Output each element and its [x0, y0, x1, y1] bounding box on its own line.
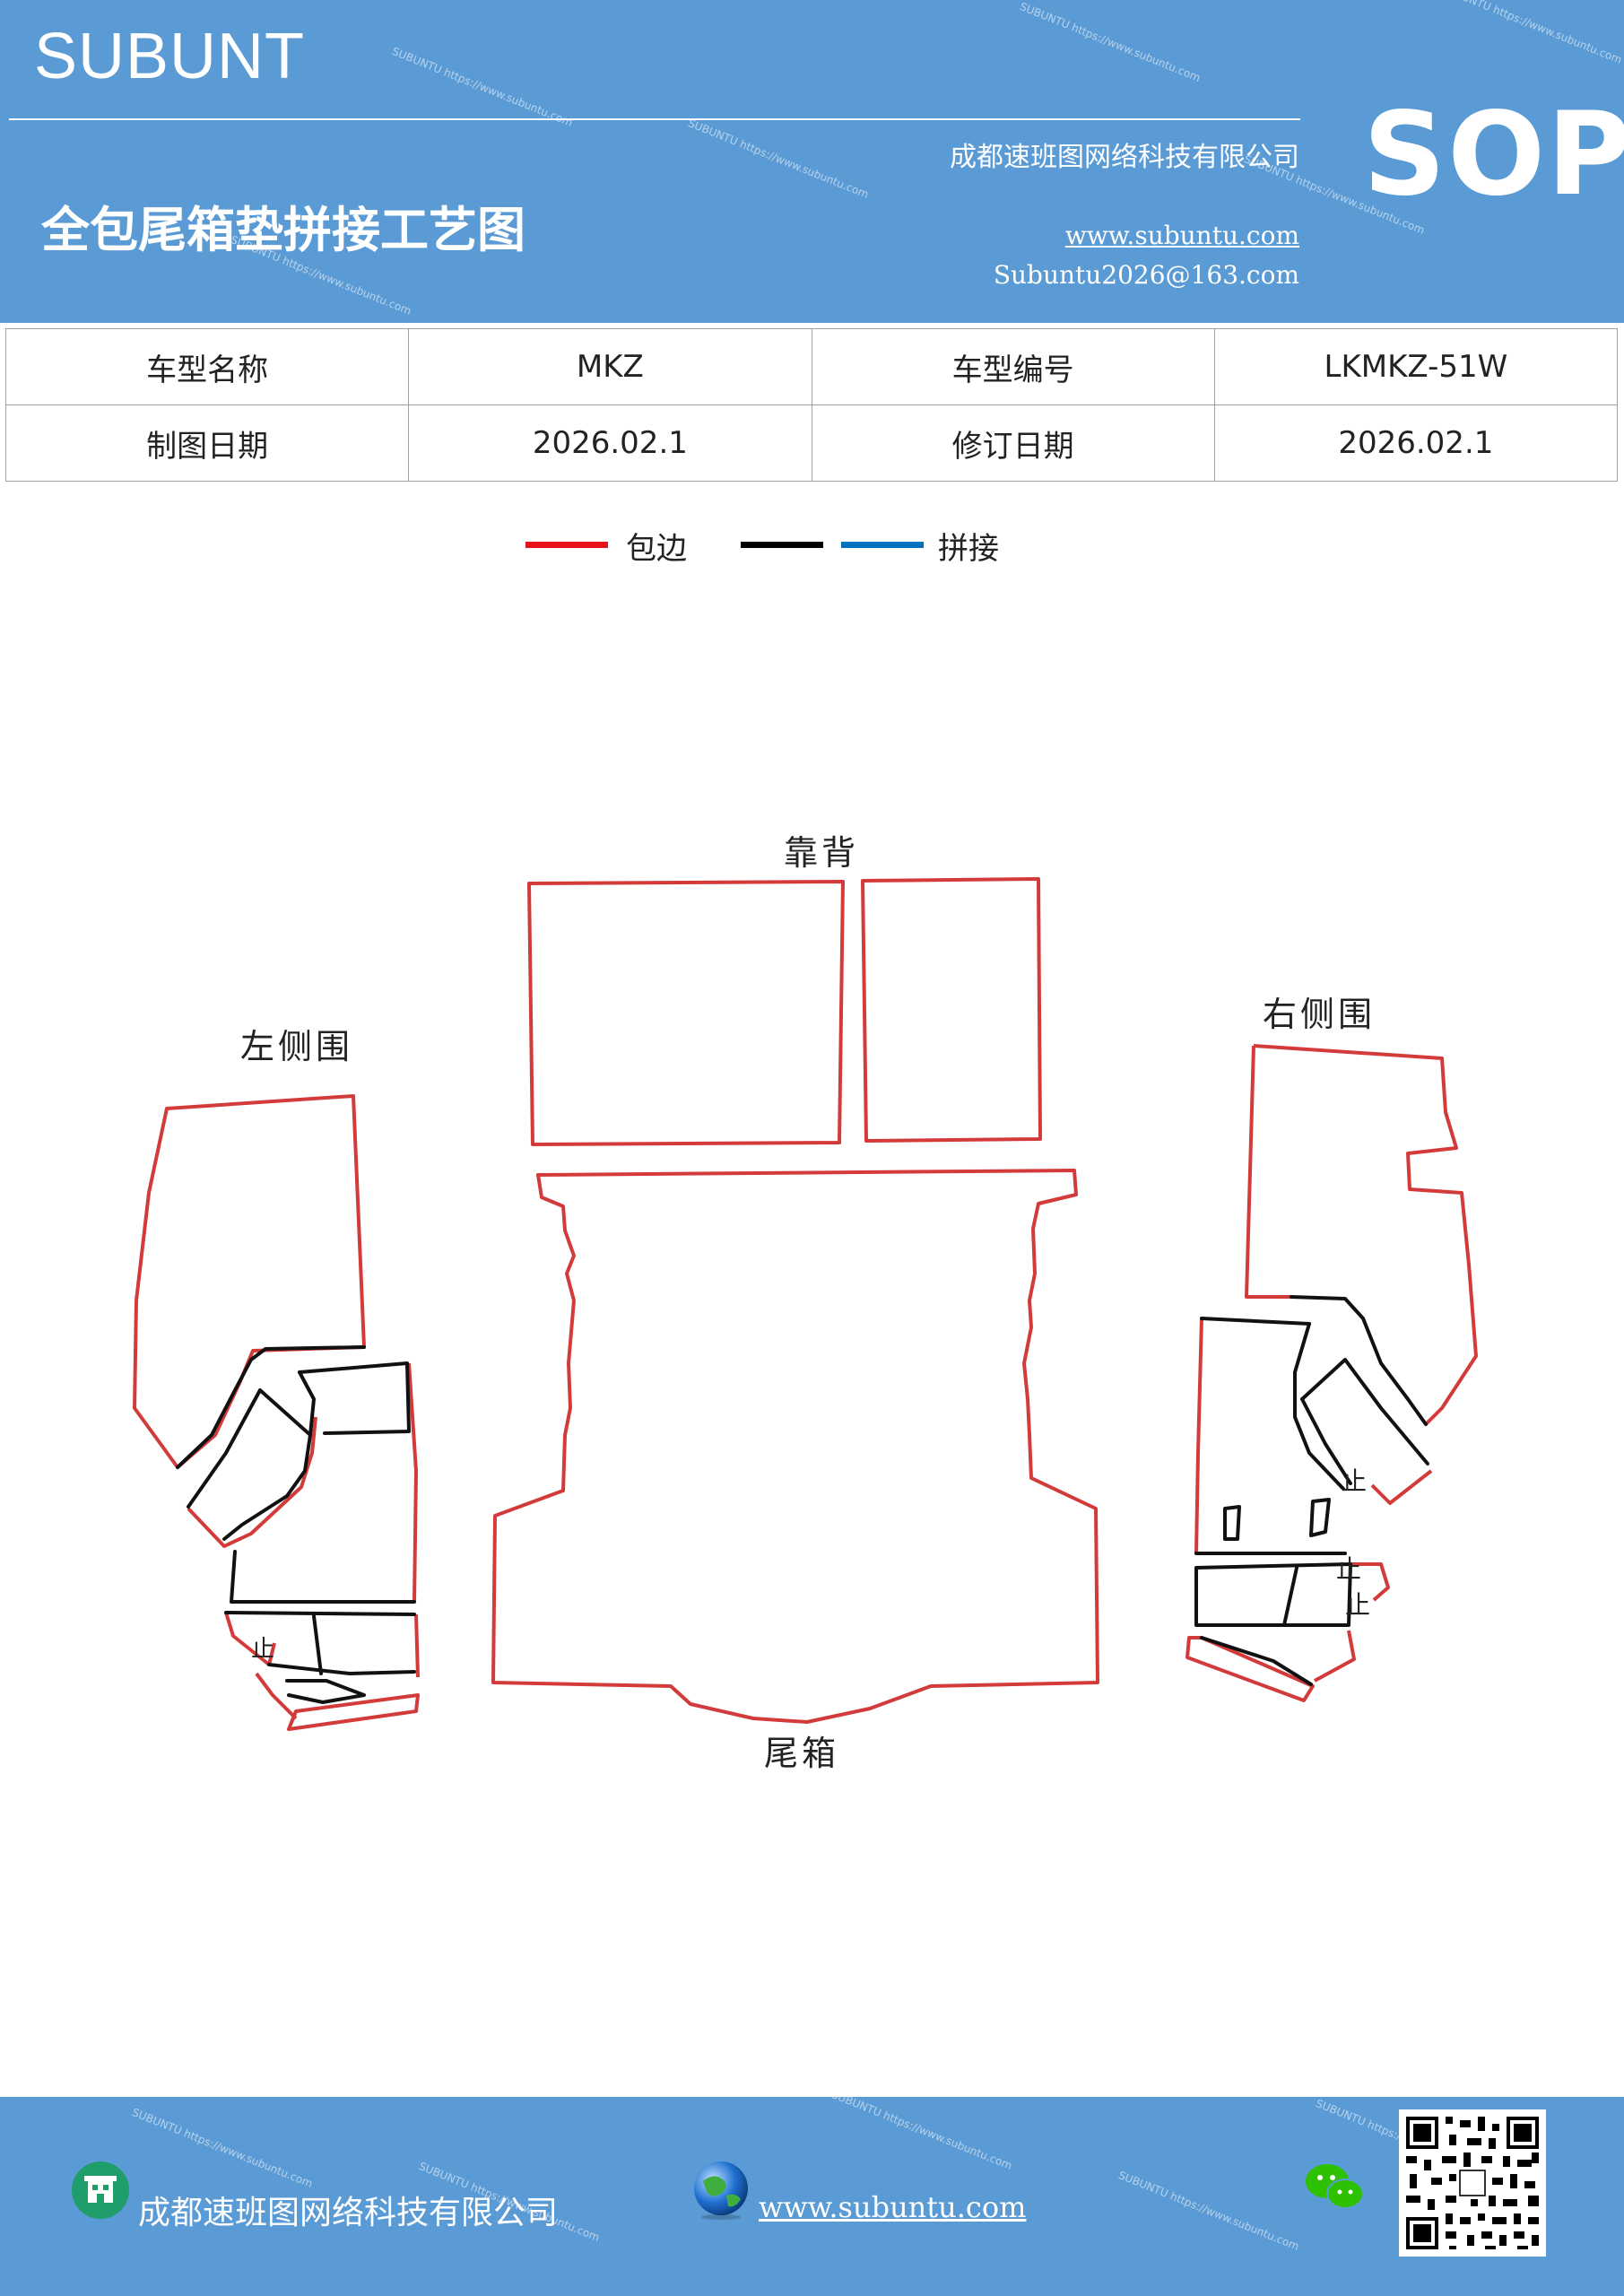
vehicle-info-table: 车型名称 MKZ 车型编号 LKMKZ-51W 制图日期 2026.02.1 修…: [4, 328, 1619, 482]
right-bottom-edge: [1314, 1630, 1356, 1683]
right-flap: [1300, 1358, 1429, 1465]
table-cell: 车型编号: [811, 328, 1215, 405]
right-lower-panel: [1194, 1562, 1352, 1627]
document-title: 全包尾箱垫拼接工艺图: [41, 201, 525, 258]
trunk-floor-panel: [491, 1169, 1099, 1724]
email-address: Subuntu2026@163.com: [993, 260, 1299, 290]
stop-mark: 止: [1345, 1590, 1371, 1620]
right-strip-seam: [1200, 1636, 1313, 1686]
right-side-lower-edge: [1194, 1318, 1203, 1554]
brand-logo-text: SUBUNT: [34, 21, 306, 92]
building-icon: [72, 2161, 129, 2219]
left-side-upper: [133, 1094, 366, 1469]
left-lower-diag: [285, 1679, 366, 1704]
table-row: 车型名称 MKZ 车型编号 LKMKZ-51W: [4, 328, 1619, 405]
legend: 包边 拼接: [0, 520, 1624, 574]
left-bottom-strip: [287, 1693, 420, 1731]
backrest-right-panel: [861, 877, 1042, 1143]
header-divider: [9, 118, 1300, 120]
left-side-right-edge: [407, 1362, 418, 1603]
qr-code-icon: [1399, 2109, 1546, 2257]
website-link[interactable]: www.subuntu.com: [1064, 221, 1299, 250]
header-banner: SUBUNTU https://www.subuntu.com SUBUNTU …: [0, 0, 1624, 323]
label-back: 靠背: [784, 833, 860, 873]
legend-swatch-edge: [525, 542, 608, 548]
table-cell: 2026.02.1: [1213, 404, 1619, 482]
left-panel-c: [230, 1550, 416, 1604]
legend-swatch-black: [741, 542, 823, 548]
label-trunk: 尾箱: [764, 1734, 840, 1773]
right-flap-b: [1300, 1397, 1352, 1485]
right-panel-a: [1293, 1322, 1345, 1491]
right-slot-1: [1223, 1505, 1241, 1541]
table-cell: MKZ: [408, 328, 812, 405]
legend-swatch-seam: [841, 542, 924, 548]
table-cell: 修订日期: [811, 404, 1215, 482]
qr-code: [1399, 2109, 1546, 2257]
left-bottom-right: [414, 1613, 420, 1678]
wechat-icon[interactable]: [1304, 2160, 1367, 2213]
right-side-upper: [1253, 1044, 1478, 1426]
left-seam-curve: [176, 1345, 366, 1469]
left-lower-vert: [312, 1614, 323, 1675]
footer-company-name: 成都速班图网络科技有限公司: [138, 2195, 559, 2231]
left-inner-flap-b: [187, 1388, 262, 1509]
right-slot-2: [1309, 1498, 1331, 1537]
globe-icon: [694, 2161, 748, 2220]
table-cell: 2026.02.1: [408, 404, 812, 482]
legend-label-seam: 拼接: [938, 531, 999, 567]
left-lower-flap: [224, 1612, 276, 1666]
label-left-side: 左侧围: [240, 1027, 354, 1066]
right-lower-vert: [1282, 1566, 1298, 1627]
left-side-edge: [187, 1416, 317, 1548]
right-small-flap: [1350, 1562, 1390, 1602]
stop-mark: 止: [1342, 1466, 1368, 1496]
legend-label-edge: 包边: [626, 531, 687, 567]
right-seam-curve: [1290, 1295, 1428, 1426]
left-lower-line: [267, 1663, 416, 1675]
stop-mark: 止: [251, 1636, 275, 1663]
label-right-side: 右侧围: [1263, 995, 1376, 1034]
right-bottom-strip: [1185, 1636, 1315, 1702]
right-side-top-left: [1245, 1045, 1291, 1299]
footer-website-link[interactable]: www.subuntu.com: [759, 2190, 1027, 2224]
sop-badge: SOP: [1363, 88, 1624, 222]
right-hook: [1370, 1469, 1433, 1505]
table-row: 制图日期 2026.02.1 修订日期 2026.02.1: [4, 404, 1619, 482]
left-inner-flap: [222, 1388, 312, 1541]
table-cell: 制图日期: [4, 404, 410, 482]
left-panel-b: [298, 1361, 411, 1435]
stop-mark: 止: [1336, 1554, 1362, 1584]
table-cell: 车型名称: [4, 328, 410, 405]
company-name: 成都速班图网络科技有限公司: [950, 142, 1299, 173]
footer-banner: SUBUNTU https://www.subuntu.com SUBUNTU …: [0, 2097, 1624, 2296]
table-cell: LKMKZ-51W: [1213, 328, 1619, 405]
left-lower-seam: [224, 1611, 416, 1616]
backrest-left-panel: [527, 880, 845, 1146]
left-panel-b-edge: [298, 1370, 316, 1437]
right-seam-top: [1200, 1317, 1311, 1326]
left-lower-edge: [255, 1672, 298, 1720]
